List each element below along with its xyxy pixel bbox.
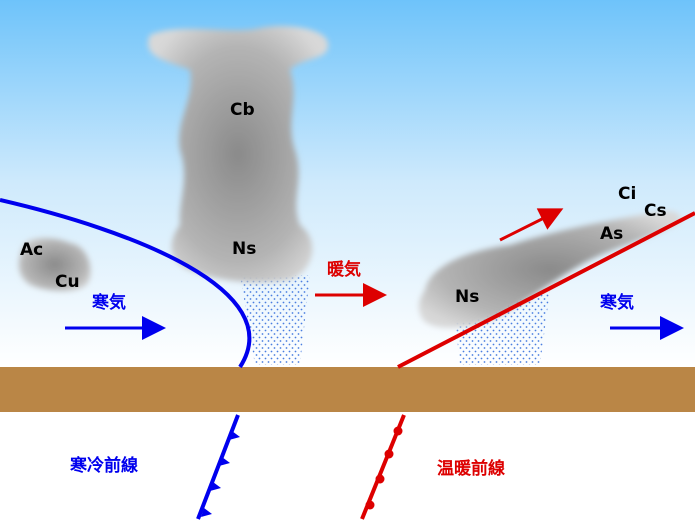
cold-front-boundary — [0, 198, 252, 369]
label-cb: Cb — [230, 100, 255, 120]
label-ns-right: Ns — [455, 287, 479, 307]
rain-cold-front — [240, 275, 310, 365]
label-ci: Ci — [618, 184, 636, 204]
label-cold-air-left: 寒気 — [92, 292, 126, 313]
warm-front-symbol — [360, 414, 406, 520]
cold-front-symbol — [196, 414, 240, 520]
ground — [0, 367, 695, 412]
label-ac: Ac — [20, 240, 43, 260]
nimbostratus-cloud — [418, 210, 681, 328]
cumulonimbus-cloud — [148, 25, 329, 283]
label-ns-left: Ns — [232, 239, 256, 259]
label-cu: Cu — [55, 272, 80, 292]
warm-air-rising-arrow — [499, 208, 564, 242]
legend-cold-front-label: 寒冷前線 — [70, 455, 138, 476]
rain-warm-front — [455, 290, 550, 365]
label-as: As — [600, 224, 623, 244]
label-cs: Cs — [644, 201, 667, 221]
altocumulus-cloud — [18, 237, 91, 292]
label-warm-air: 暖気 — [327, 259, 361, 280]
sky — [0, 0, 695, 367]
legend-warm-front-label: 温暖前線 — [437, 458, 505, 479]
label-cold-air-right: 寒気 — [600, 292, 634, 313]
warm-front-boundary — [397, 211, 695, 369]
